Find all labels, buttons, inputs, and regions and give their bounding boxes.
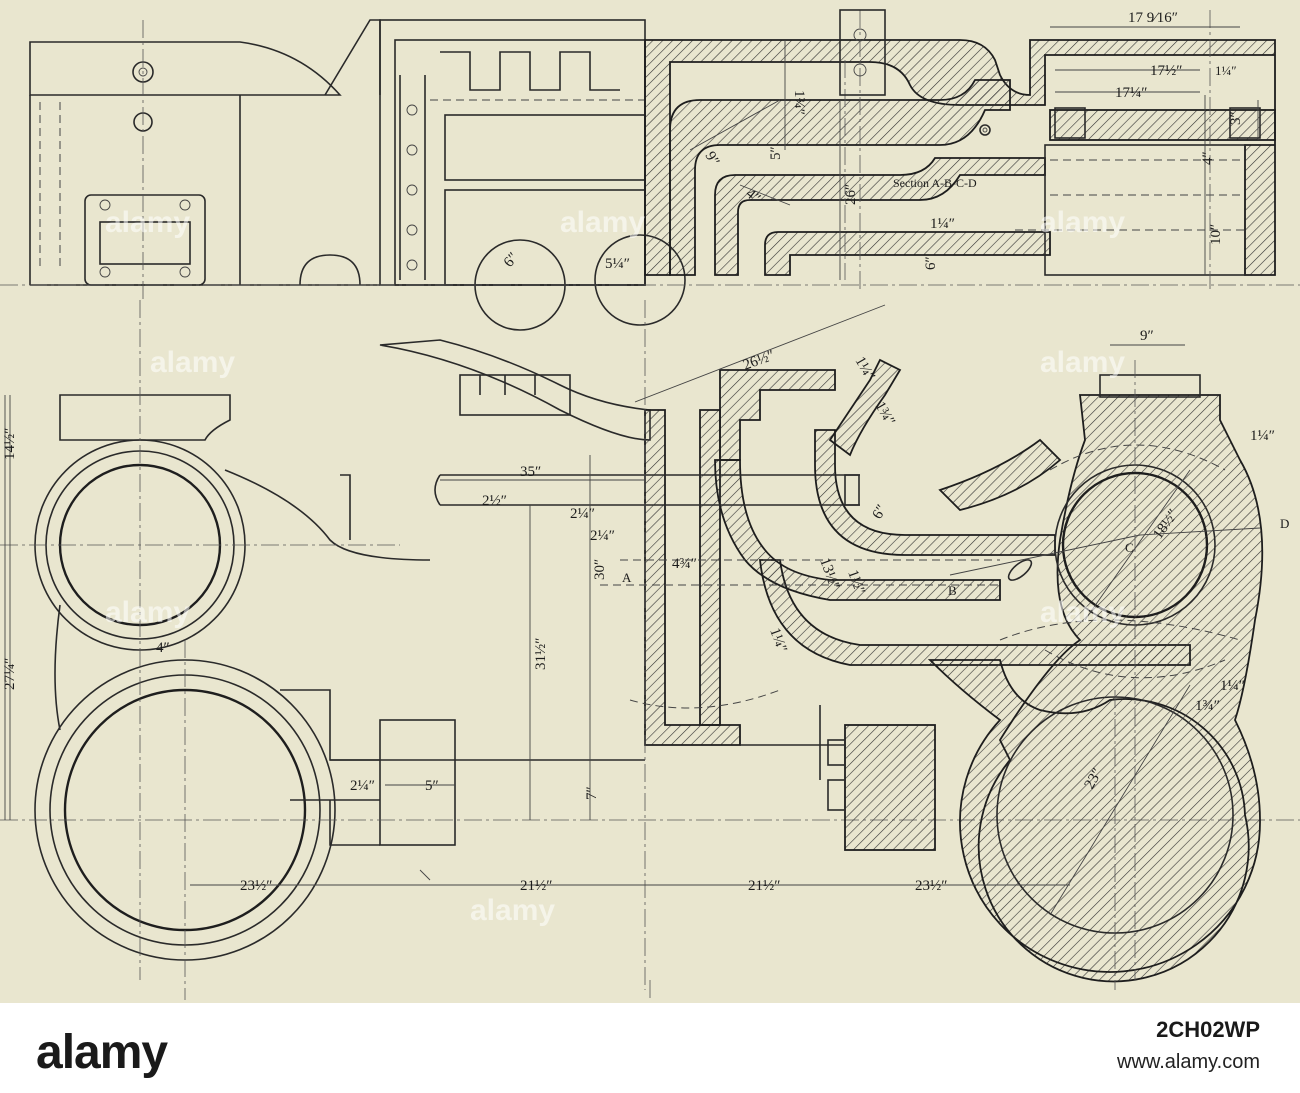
dim-6-gear: 6″	[501, 250, 522, 271]
svg-text:alamy: alamy	[105, 206, 190, 239]
dim-31-half: 31½″	[533, 638, 549, 671]
dim-6-mid: 6″	[923, 256, 939, 270]
svg-text:alamy: alamy	[1040, 206, 1125, 239]
dim-2-quarter-c: 2¼″	[350, 778, 375, 794]
point-label-c: C	[1125, 540, 1134, 555]
side-elevation-view	[29, 19, 381, 300]
footer-bar: alamy 2CH02WP www.alamy.com	[0, 1003, 1300, 1093]
dim-5: 5″	[768, 146, 784, 160]
dim-14-half: 14½″	[2, 428, 18, 461]
point-label-d: D	[1280, 516, 1289, 531]
svg-text:alamy: alamy	[150, 346, 235, 379]
dim-3: 3″	[1228, 111, 1244, 125]
dim-6-inner: 6″	[870, 502, 891, 522]
section-point-labels: A B C D	[622, 516, 1289, 598]
dim-23-half-b: 23½″	[915, 878, 948, 894]
dim-7: 7″	[584, 786, 600, 800]
dim-30: 30″	[592, 559, 608, 580]
drawing-sheet: 17 9⁄16″ 17½″ 1¼″ 17¼″ 3″ 4″ 10″ 1¾″ 5″ …	[0, 0, 1300, 1003]
dim-2-quarter-b: 2¼″	[590, 528, 615, 544]
image-id: 2CH02WP	[1156, 1017, 1260, 1042]
dim-17-9-16: 17 9⁄16″	[1128, 10, 1178, 26]
dim-4-right: 4″	[1200, 151, 1216, 165]
dim-5-quarter: 5¼″	[605, 256, 630, 272]
dim-17-half: 17½″	[1150, 63, 1183, 79]
dim-4-3-4: 4¾″	[672, 556, 697, 572]
dim-1-3-4-low: 1¾″	[1195, 698, 1220, 714]
section-view	[0, 9, 1300, 290]
point-label-b: B	[948, 583, 957, 598]
plan-right-view	[927, 360, 1264, 990]
dim-1-3-4-top: 1¾″	[791, 90, 807, 115]
dim-1-quarter-top: 1¼″	[1215, 63, 1237, 78]
dim-1-quarter-right: 1¼″	[1250, 428, 1275, 444]
dim-4-left: 4″	[156, 640, 170, 656]
dim-23-half-a: 23½″	[240, 878, 273, 894]
dim-21-half-a: 21½″	[520, 878, 553, 894]
dim-21-half-b: 21½″	[748, 878, 781, 894]
valve-face-view	[379, 19, 686, 331]
section-label: Section A-B-C-D	[893, 176, 977, 190]
dim-2-quarter-a: 2¼″	[570, 506, 595, 522]
dim-2-half: 2½″	[482, 493, 507, 509]
dim-1-quarter-mid: 1¼″	[930, 216, 955, 232]
dimension-lines	[4, 26, 1259, 916]
dim-9-right: 9″	[1140, 328, 1154, 344]
svg-text:alamy: alamy	[560, 206, 645, 239]
dim-1-quarter-low: 1¼″	[1220, 678, 1245, 694]
dim-17-quarter: 17¼″	[1115, 85, 1148, 101]
watermark: alamy alamy alamy alamy alamy alamy alam…	[105, 206, 1125, 927]
source-url: www.alamy.com	[1117, 1051, 1260, 1073]
dim-27-quarter-a: 27¼″	[2, 658, 18, 691]
dim-9-diag: 9″	[702, 149, 723, 169]
point-label-a: A	[622, 570, 632, 585]
svg-text:alamy: alamy	[105, 596, 190, 629]
engineering-drawing: 17 9⁄16″ 17½″ 1¼″ 17¼″ 3″ 4″ 10″ 1¾″ 5″ …	[0, 9, 1300, 1000]
dim-35: 35″	[520, 464, 541, 480]
svg-text:alamy: alamy	[470, 894, 555, 927]
dim-10: 10″	[1208, 224, 1224, 245]
alamy-logo: alamy	[36, 1026, 168, 1079]
svg-text:alamy: alamy	[1040, 596, 1125, 629]
svg-text:alamy: alamy	[1040, 346, 1125, 379]
dim-5-low: 5″	[425, 778, 439, 794]
dim-26: 26″	[843, 184, 859, 205]
